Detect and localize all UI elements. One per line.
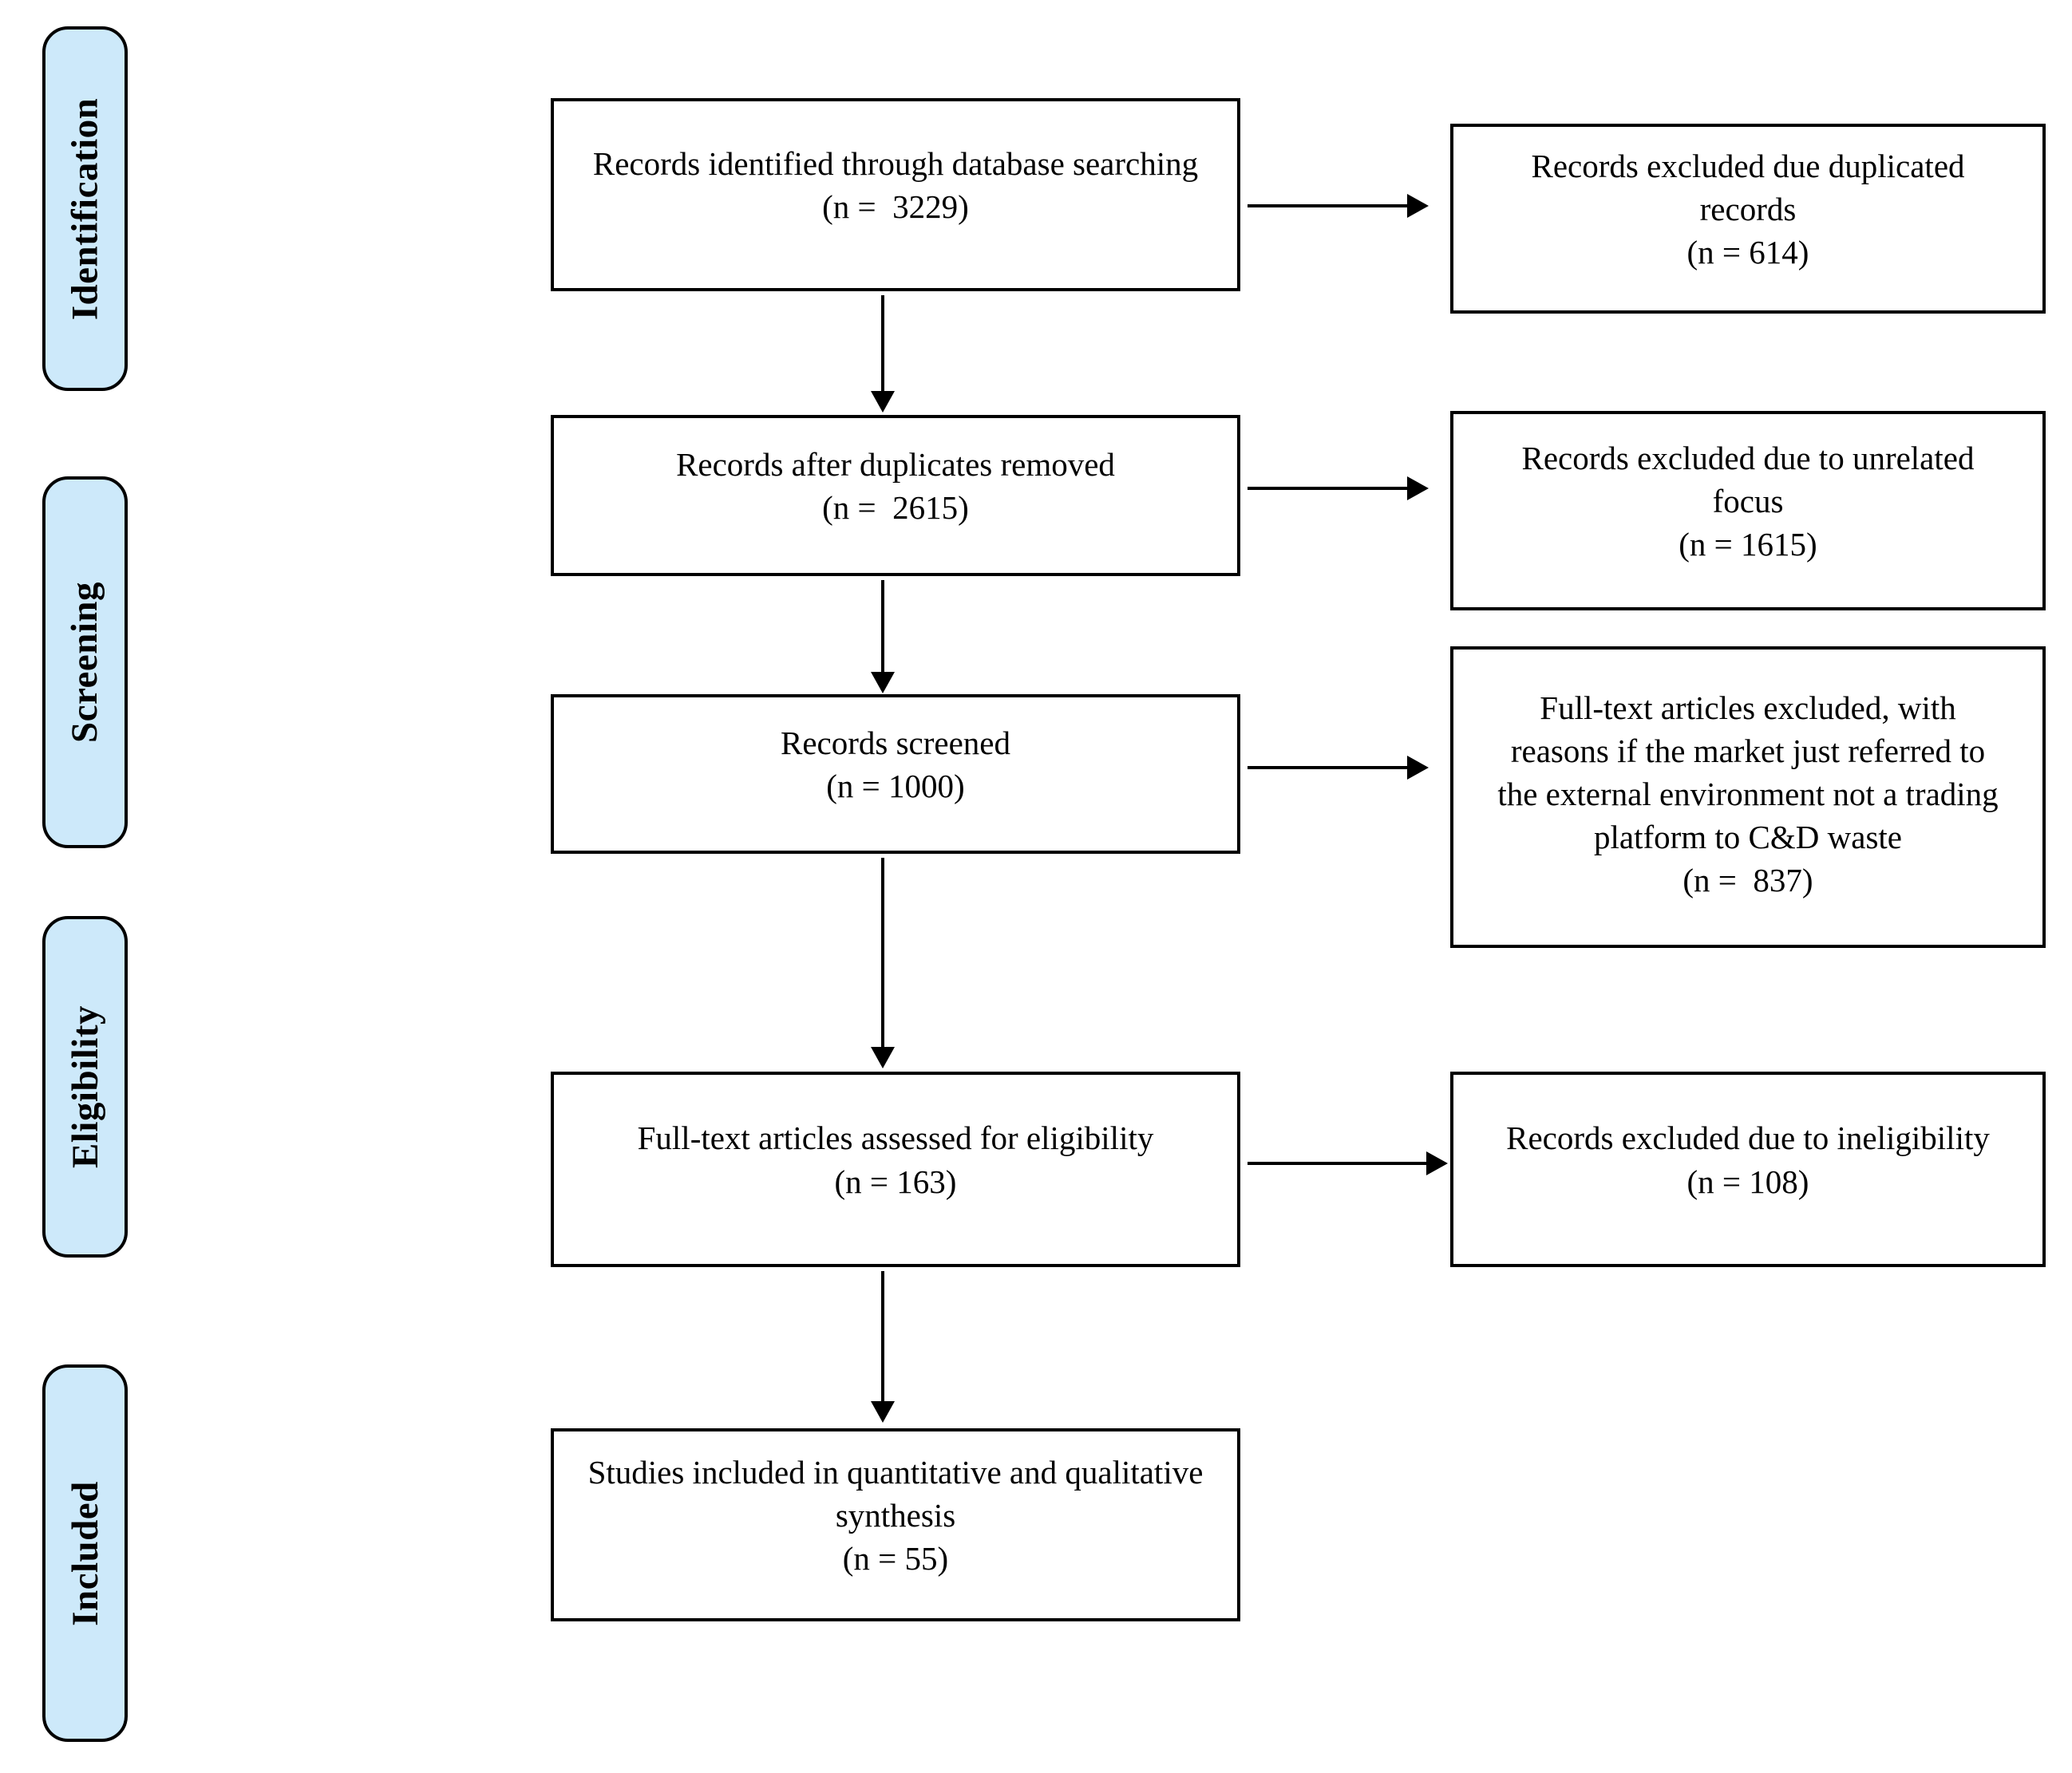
arrowhead-down-icon [871,1047,895,1068]
arrow-line [1248,487,1407,490]
flow-box-records-screened: Records screened (n = 1000) [551,694,1240,854]
arrowhead-down-icon [871,672,895,693]
box-text: Full-text articles excluded, with reason… [1497,689,1999,856]
stage-included: Included [42,1364,128,1742]
flow-box-studies-included: Studies included in quantitative and qua… [551,1428,1240,1621]
flow-box-records-identified: Records identified through database sear… [551,98,1240,291]
box-count: (n = 837) [1683,862,1813,899]
arrow-line [1248,204,1407,207]
box-count: (n = 614) [1686,234,1809,271]
exclusion-box-duplicated-records: Records excluded due duplicated records … [1450,124,2046,314]
stage-label: Identification [64,97,106,320]
box-text: Records excluded due duplicated records [1531,147,1965,227]
box-count: (n = 55) [842,1540,949,1578]
arrow-line [881,580,884,672]
box-count: (n = 1615) [1679,526,1817,563]
box-text: Records excluded due to ineligibility [1506,1119,1990,1157]
box-text: Studies included in quantitative and qua… [587,1453,1204,1534]
box-text: Records screened [780,724,1010,761]
exclusion-box-unrelated-focus: Records excluded due to unrelated focus … [1450,411,2046,610]
exclusion-box-ineligibility: Records excluded due to ineligibility (n… [1450,1072,2046,1267]
stage-eligibility: Eligibility [42,916,128,1258]
arrow-line [1248,1162,1426,1165]
arrow-line [881,1271,884,1401]
box-count: (n = 3229) [822,188,969,225]
stage-label: Included [64,1480,106,1626]
arrow-line [1248,766,1407,769]
arrow-line [881,295,884,391]
stage-identification: Identification [42,26,128,391]
box-text: Records identified through database sear… [592,144,1199,182]
arrowhead-right-icon [1407,756,1429,780]
box-count: (n = 163) [834,1163,957,1200]
stage-screening: Screening [42,476,128,848]
box-count: (n = 2615) [822,489,969,526]
flow-box-fulltext-assessed: Full-text articles assessed for eligibil… [551,1072,1240,1267]
arrowhead-right-icon [1407,476,1429,500]
flow-box-duplicates-removed: Records after duplicates removed (n = 26… [551,415,1240,576]
arrowhead-right-icon [1426,1151,1448,1175]
box-text: Records excluded due to unrelated focus [1521,439,1975,519]
box-count: (n = 1000) [826,768,965,804]
box-text: Full-text articles assessed for eligibil… [637,1119,1154,1157]
arrowhead-down-icon [871,1401,895,1423]
arrowhead-right-icon [1407,194,1429,218]
stage-label: Eligibility [64,1005,106,1168]
arrowhead-down-icon [871,391,895,413]
box-text: Records after duplicates removed [676,445,1115,483]
arrow-line [881,858,884,1047]
box-count: (n = 108) [1686,1163,1809,1200]
stage-label: Screening [64,581,106,744]
exclusion-box-fulltext-reasons: Full-text articles excluded, with reason… [1450,646,2046,948]
